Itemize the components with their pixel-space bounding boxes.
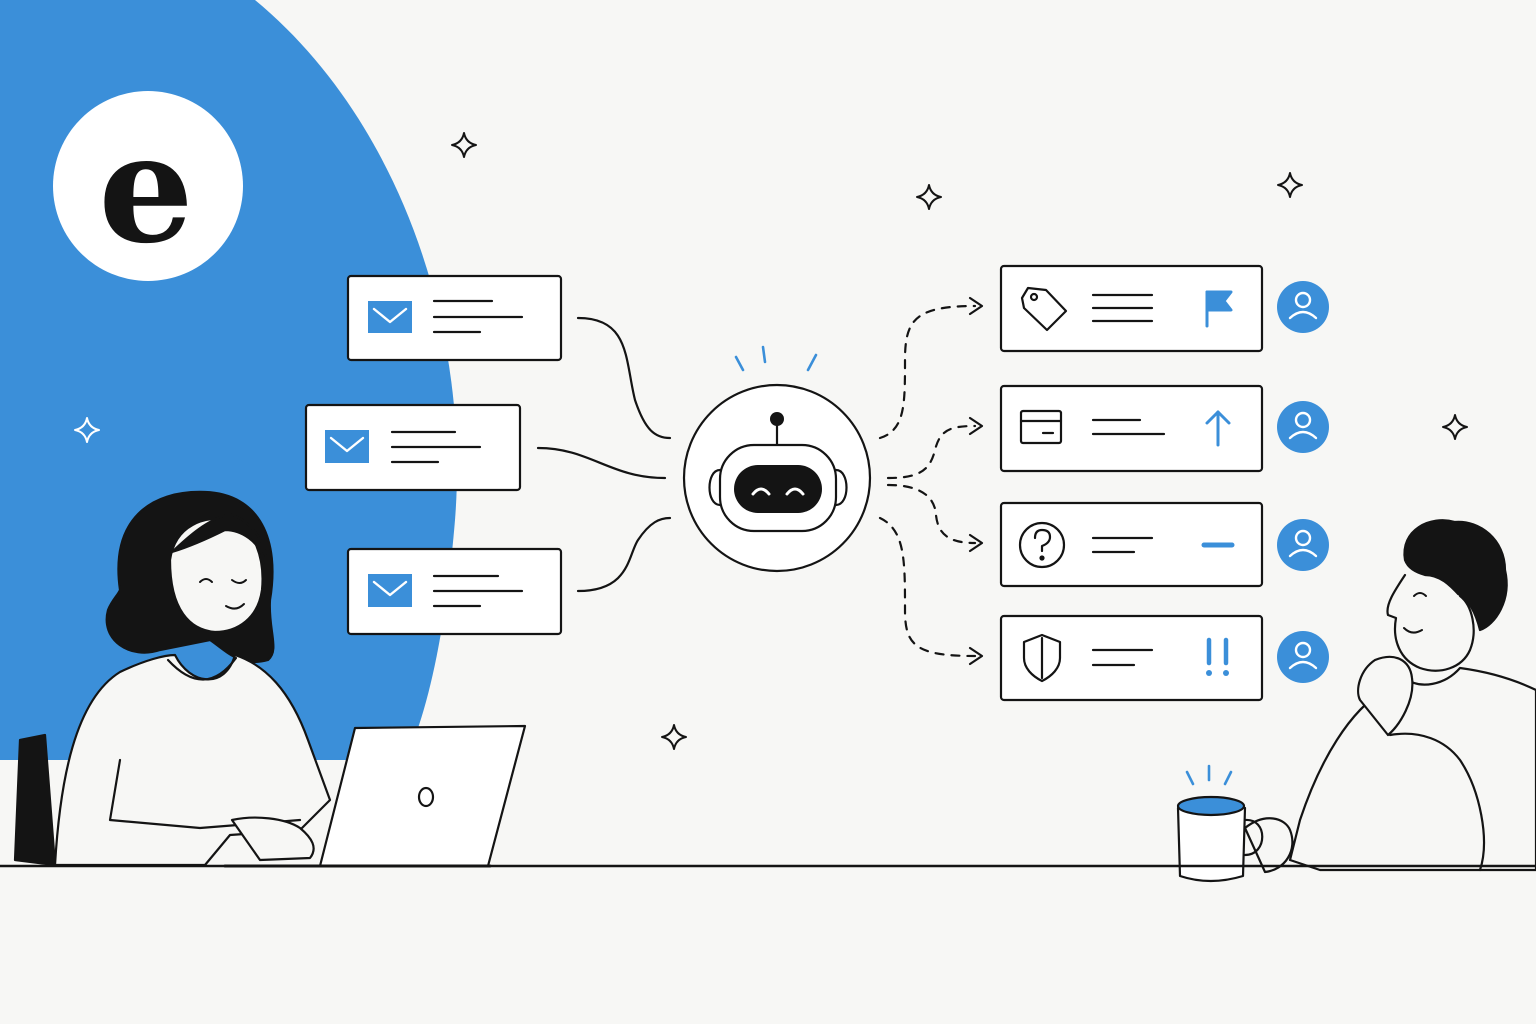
ticket-card-tag (999, 264, 1264, 353)
robot-router (682, 345, 872, 573)
man-with-mug (1243, 519, 1536, 874)
envelope-icon (368, 574, 412, 607)
brand-logo: e (53, 91, 243, 281)
double-exclamation-icon (1206, 637, 1229, 666)
sweater (1288, 666, 1536, 872)
user-icon (1277, 281, 1329, 333)
laptop (318, 724, 527, 868)
woman-with-laptop (13, 490, 527, 868)
sparkle-icon (916, 184, 942, 210)
chair (13, 733, 57, 867)
face (168, 517, 264, 634)
inbound-connectors (536, 316, 672, 593)
face (1386, 573, 1475, 672)
sparkle-icon (661, 724, 687, 750)
incoming-email-card (346, 274, 563, 362)
user-icon (1277, 401, 1329, 453)
incoming-email-card (304, 403, 522, 492)
steam-lines (1185, 764, 1233, 786)
arrowheads (968, 296, 984, 666)
assignee-avatars (1277, 281, 1329, 683)
incoming-email-card (346, 547, 563, 636)
sweater (53, 653, 332, 867)
signal-lines (734, 345, 818, 372)
sparkle-icon (1442, 414, 1468, 440)
arrow-up-icon (1205, 410, 1231, 447)
user-icon (1277, 519, 1329, 571)
credit-card-icon (1019, 409, 1063, 445)
hair (1403, 519, 1508, 632)
robot-icon (708, 412, 848, 533)
sparkle-icon (74, 417, 100, 443)
ticket-card-question (999, 501, 1264, 588)
flag-icon (1205, 290, 1233, 328)
envelope-icon (325, 430, 369, 463)
user-icon (1277, 631, 1329, 683)
ticket-card-security (999, 614, 1264, 702)
sparkle-icons (74, 132, 1468, 750)
envelope-icon (368, 301, 412, 333)
ticket-card-billing (999, 384, 1264, 473)
question-icon (1018, 521, 1066, 569)
coffee-mug (1176, 764, 1264, 883)
sparkle-icon (451, 132, 477, 158)
shield-icon (1022, 633, 1062, 683)
sparkle-icon (1277, 172, 1303, 198)
outbound-connectors (878, 304, 977, 658)
tag-icon (1020, 286, 1068, 332)
logo-letter: e (98, 101, 193, 277)
